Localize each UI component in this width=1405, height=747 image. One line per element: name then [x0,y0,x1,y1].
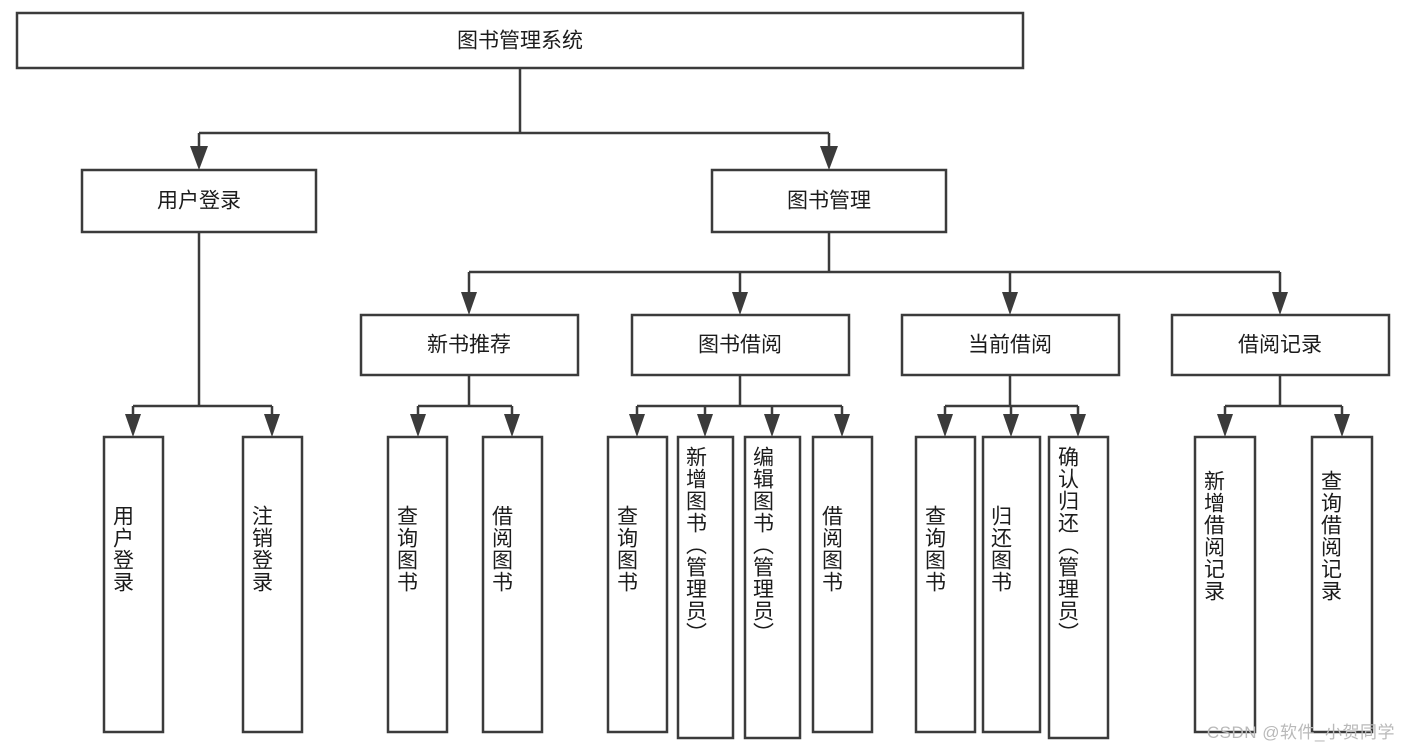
arrowhead-user-login [190,146,208,170]
arrowhead-book-management [820,146,838,170]
node-leaf-add-record-box[interactable] [1193,435,1257,734]
arrowhead-leaf-user-login [125,414,141,437]
connector-group-user-login [125,232,280,437]
node-book-management[interactable]: 图书管理 [710,168,948,234]
node-root-box[interactable] [15,11,1025,70]
node-leaf-borrow-book-2-box[interactable] [811,435,874,734]
node-user-login-label: 用户登录 [157,190,241,213]
node-leaf-add-book-box[interactable] [676,435,735,740]
arrowhead-book-borrow [732,292,748,315]
arrowhead-leaf-confirm-return [1070,414,1086,437]
node-current-borrow-label: 当前借阅 [968,334,1052,357]
node-borrow-record[interactable]: 借阅记录 [1170,313,1391,377]
watermark: CSDN @软件_小贺同学 [1206,723,1395,742]
node-root[interactable]: 图书管理系统 [15,11,1025,70]
connector-group-current-borrow [937,375,1086,437]
arrowhead-new-book-recommend [461,292,477,315]
node-leaf-query-book-1-box[interactable] [386,435,449,734]
connector-group-borrow-record [1217,375,1350,437]
node-new-book-recommend[interactable]: 新书推荐 [359,313,580,377]
node-new-book-recommend-box[interactable] [359,313,580,377]
node-leaf-user-login-box[interactable] [102,435,165,734]
connector-group-root [190,68,838,170]
connector-group-new-book-recommend [410,375,520,437]
arrowhead-leaf-add-record [1217,414,1233,437]
node-current-borrow[interactable]: 当前借阅 [900,313,1121,377]
arrowhead-leaf-borrow-book-1 [504,414,520,437]
node-leaf-edit-book-box[interactable] [743,435,802,740]
node-leaf-logout-login-box[interactable] [241,435,304,734]
arrowhead-leaf-query-record [1334,414,1350,437]
connector-group-book-management [461,232,1288,315]
arrowhead-leaf-query-book-2 [629,414,645,437]
node-leaf-query-book-2-box[interactable] [606,435,669,734]
arrowhead-leaf-return-book [1003,414,1019,437]
arrowhead-leaf-edit-book [764,414,780,437]
node-user-login-box[interactable] [80,168,318,234]
node-book-management-box[interactable] [710,168,948,234]
node-borrow-record-box[interactable] [1170,313,1391,377]
arrowhead-leaf-add-book [697,414,713,437]
arrowhead-leaf-query-book-1 [410,414,426,437]
node-current-borrow-box[interactable] [900,313,1121,377]
node-book-borrow-box[interactable] [630,313,851,377]
arrowhead-current-borrow [1002,292,1018,315]
node-new-book-recommend-label: 新书推荐 [427,334,511,357]
node-borrow-record-label: 借阅记录 [1238,334,1322,357]
node-leaf-borrow-book-1-box[interactable] [481,435,544,734]
arrowhead-leaf-query-book-3 [937,414,953,437]
node-leaf-confirm-return-box[interactable] [1047,435,1110,740]
arrowhead-borrow-record [1272,292,1288,315]
node-book-management-label: 图书管理 [787,190,871,213]
node-book-borrow-label: 图书借阅 [698,334,782,357]
node-leaf-return-book-box[interactable] [981,435,1042,734]
node-book-borrow[interactable]: 图书借阅 [630,313,851,377]
node-leaf-query-record-box[interactable] [1310,435,1374,734]
node-user-login[interactable]: 用户登录 [80,168,318,234]
node-leaf-query-book-3-box[interactable] [914,435,977,734]
connector-group-book-borrow [629,375,850,437]
arrowhead-leaf-borrow-book-2 [834,414,850,437]
node-root-label: 图书管理系统 [457,30,583,53]
arrowhead-leaf-logout-login [264,414,280,437]
